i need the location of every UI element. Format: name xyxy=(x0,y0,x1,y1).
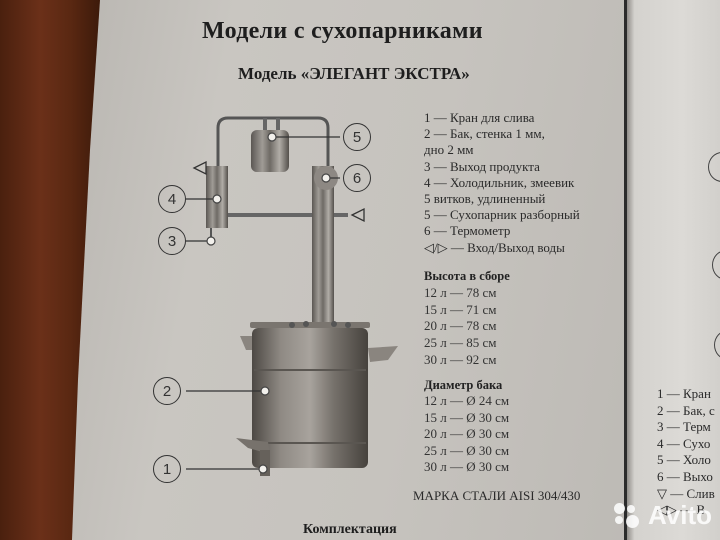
callout-3: 3 xyxy=(158,227,186,255)
page-title: Модели с сухопарниками xyxy=(202,18,483,44)
callout-2: 2 xyxy=(153,377,181,405)
legend-item: 2 — Бак, стенка 1 мм, xyxy=(424,126,545,142)
next-legend-item: ▽ — Слив xyxy=(657,485,715,501)
steel-grade: МАРКА СТАЛИ AISI 304/430 xyxy=(413,488,581,503)
legend-item: 5 витков, удлиненный xyxy=(424,191,546,207)
legend-item: 4 — Холодильник, змеевик xyxy=(424,174,575,190)
next-legend-item: ◁▷ — В xyxy=(657,502,706,518)
diameter-row: 25 л — Ø 30 см xyxy=(424,442,510,458)
next-legend-item: 3 — Терм xyxy=(657,419,711,435)
avito-logo-icon xyxy=(614,502,644,529)
diameter-row: 12 л — Ø 24 см xyxy=(424,393,510,409)
next-legend-item: 1 — Кран xyxy=(657,386,711,401)
legend-item: 3 — Выход продукта xyxy=(424,158,540,174)
legend-item: 6 — Термометр xyxy=(424,223,511,239)
next-legend-item: 4 — Сухо xyxy=(657,435,711,451)
legend-item: 1 — Кран для слива xyxy=(424,110,535,125)
next-page-legend: 1 — Кран 2 — Бак, с 3 — Терм 4 — Сухо 5 … xyxy=(657,386,715,519)
assembled-height-table: Высота в сборе 12 л — 78 см 15 л — 71 см… xyxy=(424,268,510,369)
next-legend-item: 6 — Выхо xyxy=(657,468,713,484)
legend-item: ◁/▷ — Вход/Выход воды xyxy=(424,239,565,255)
next-legend-item: 2 — Бак, с xyxy=(657,402,715,418)
legend-item: дно 2 мм xyxy=(424,142,474,158)
callout-6: 6 xyxy=(343,164,371,192)
callout-5: 5 xyxy=(343,123,371,151)
avito-text: Avito xyxy=(648,500,713,530)
section-heading-kit: Комплектация xyxy=(303,522,397,537)
tank-diameter-table: Диаметр бака 12 л — Ø 24 см 15 л — Ø 30 … xyxy=(424,377,509,475)
callout-1: 1 xyxy=(153,455,181,483)
next-legend-item: 5 — Холо xyxy=(657,452,711,468)
model-name: Модель «ЭЛЕГАНТ ЭКСТРА» xyxy=(238,64,470,83)
next-page xyxy=(625,0,720,540)
diameter-row: 15 л — Ø 30 см xyxy=(424,409,510,425)
height-row: 30 л — 92 см xyxy=(424,351,497,367)
parts-legend: 1 — Кран для слива 2 — Бак, стенка 1 мм,… xyxy=(424,110,580,256)
height-row: 12 л — 78 см xyxy=(424,284,497,300)
diameter-row: 30 л — Ø 30 см xyxy=(424,459,510,475)
diameter-heading: Диаметр бака xyxy=(424,378,503,392)
diameter-row: 20 л — Ø 30 см xyxy=(424,426,510,442)
height-row: 15 л — 71 см xyxy=(424,301,497,317)
heights-heading: Высота в сборе xyxy=(424,269,510,283)
height-row: 25 л — 85 см xyxy=(424,335,497,351)
callout-4: 4 xyxy=(158,185,186,213)
page-spine xyxy=(624,0,627,540)
avito-watermark: Avito xyxy=(614,500,712,531)
height-row: 20 л — 78 см xyxy=(424,318,497,334)
legend-item: 5 — Сухопарник разборный xyxy=(424,207,580,223)
